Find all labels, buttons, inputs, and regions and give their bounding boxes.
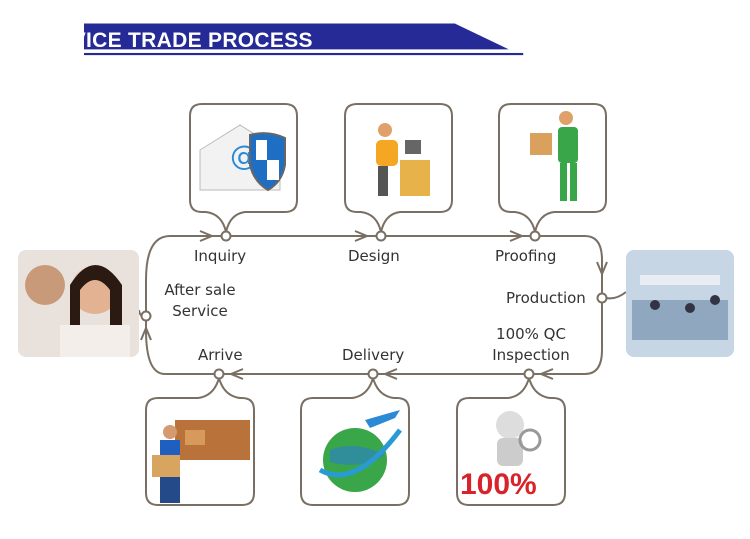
step-production: Production — [506, 289, 586, 307]
qc-badge: 100% — [460, 468, 537, 501]
node — [220, 230, 232, 242]
process-loop — [145, 235, 603, 375]
arrow-icon — [140, 325, 152, 341]
page-title: SERVICE TRADE PROCESS — [28, 29, 313, 52]
step-arrive: Arrive — [198, 346, 243, 364]
node — [529, 230, 541, 242]
production-connector — [605, 291, 627, 300]
node — [140, 310, 152, 322]
email-shield-icon: @ — [199, 124, 286, 192]
node — [367, 368, 379, 380]
arrow-icon — [228, 368, 244, 380]
worker-box-icon — [530, 111, 578, 201]
design-callout — [344, 103, 453, 233]
factory-photo — [626, 250, 734, 357]
step-after-sale-service: Service — [172, 302, 228, 320]
node — [213, 368, 225, 380]
globe-plane-icon — [318, 410, 402, 492]
node — [375, 230, 387, 242]
arrow-icon — [509, 230, 525, 242]
node — [523, 368, 535, 380]
step-proofing: Proofing — [495, 247, 557, 265]
arrow-icon — [538, 368, 554, 380]
qc-magnifier-icon: 100% — [460, 411, 542, 501]
step-design: Design — [348, 247, 400, 265]
customer-service-photo — [18, 250, 139, 357]
proofing-callout — [498, 103, 607, 233]
step-delivery: Delivery — [342, 346, 405, 364]
step-qc-inspection: Inspection — [492, 346, 570, 364]
node — [596, 292, 608, 304]
header-banner — [84, 23, 524, 56]
delivery-man-icon — [152, 420, 250, 503]
step-inquiry: Inquiry — [194, 247, 247, 265]
arrow-icon — [199, 230, 215, 242]
arrow-icon — [382, 368, 398, 380]
arrow-icon — [354, 230, 370, 242]
arrow-icon — [596, 261, 608, 277]
designer-icon — [376, 123, 430, 196]
step-qc: 100% QC — [496, 325, 566, 343]
step-after-sale: After sale — [164, 281, 236, 299]
